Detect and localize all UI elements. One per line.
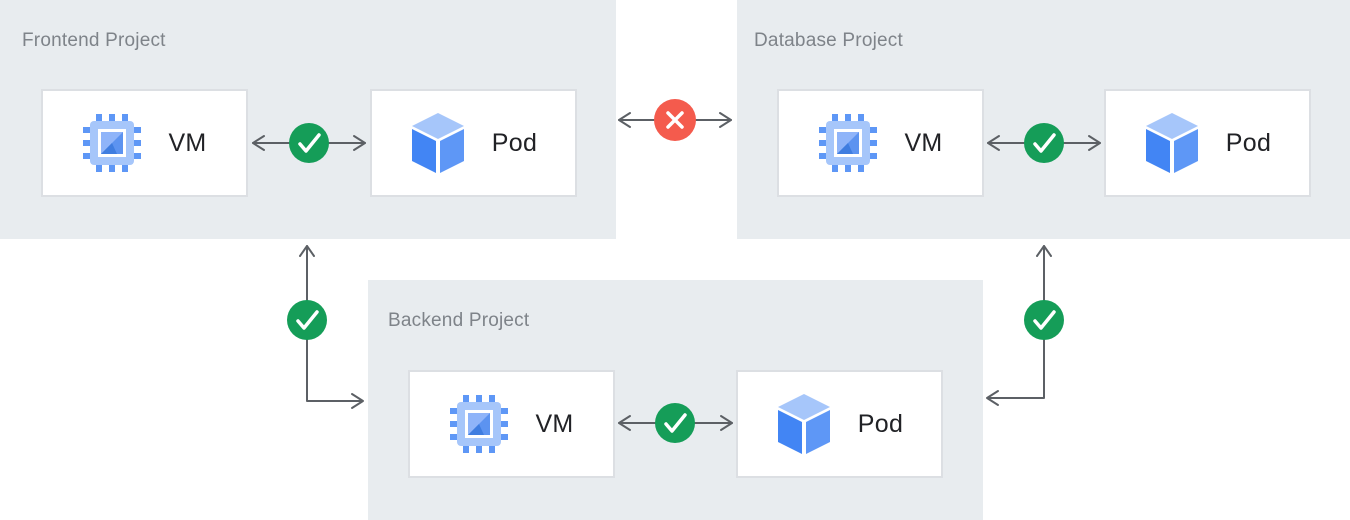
arrowhead-left-icon (986, 390, 999, 406)
panel-frontend-project: Frontend Project VM (0, 0, 616, 239)
vm-chip-icon (449, 394, 509, 454)
panel-database-project: Database Project VM (737, 0, 1350, 239)
connection-frontend-backend (287, 245, 364, 409)
arrowhead-up-icon (299, 245, 315, 257)
node-label: VM (904, 128, 943, 157)
panel-title-database: Database Project (754, 30, 903, 51)
node-card-frontend-vm: VM (41, 89, 248, 197)
node-card-backend-pod: Pod (736, 370, 943, 478)
cross-mark (666, 111, 684, 129)
node-label: Pod (1225, 128, 1272, 157)
node-label: VM (535, 409, 574, 438)
pod-cube-icon (1144, 112, 1200, 174)
check-icon (1024, 300, 1064, 340)
panel-title-backend: Backend Project (388, 310, 530, 331)
pod-cube-icon (410, 112, 466, 174)
check-mark (1033, 310, 1056, 330)
connection-database-backend (986, 245, 1064, 406)
pod-cube-icon (776, 393, 832, 455)
check-mark (296, 310, 319, 330)
node-card-backend-vm: VM (408, 370, 615, 478)
vm-chip-icon (818, 113, 878, 173)
cross-mark (666, 111, 684, 129)
arrowhead-up-icon (1036, 245, 1052, 257)
arrowhead-left-icon (618, 112, 631, 128)
connection-frontend-database (618, 99, 732, 141)
check-icon (287, 300, 327, 340)
node-label: Pod (857, 409, 904, 438)
panel-backend-project: Backend Project VM (368, 280, 983, 520)
arrowhead-right-icon (351, 393, 364, 409)
node-label: Pod (491, 128, 538, 157)
node-card-database-pod: Pod (1104, 89, 1311, 197)
arrowhead-right-icon (719, 112, 732, 128)
panel-title-frontend: Frontend Project (22, 30, 166, 51)
node-label: VM (168, 128, 207, 157)
cross-icon (654, 99, 696, 141)
node-card-frontend-pod: Pod (370, 89, 577, 197)
vm-chip-icon (82, 113, 142, 173)
node-card-database-vm: VM (777, 89, 984, 197)
